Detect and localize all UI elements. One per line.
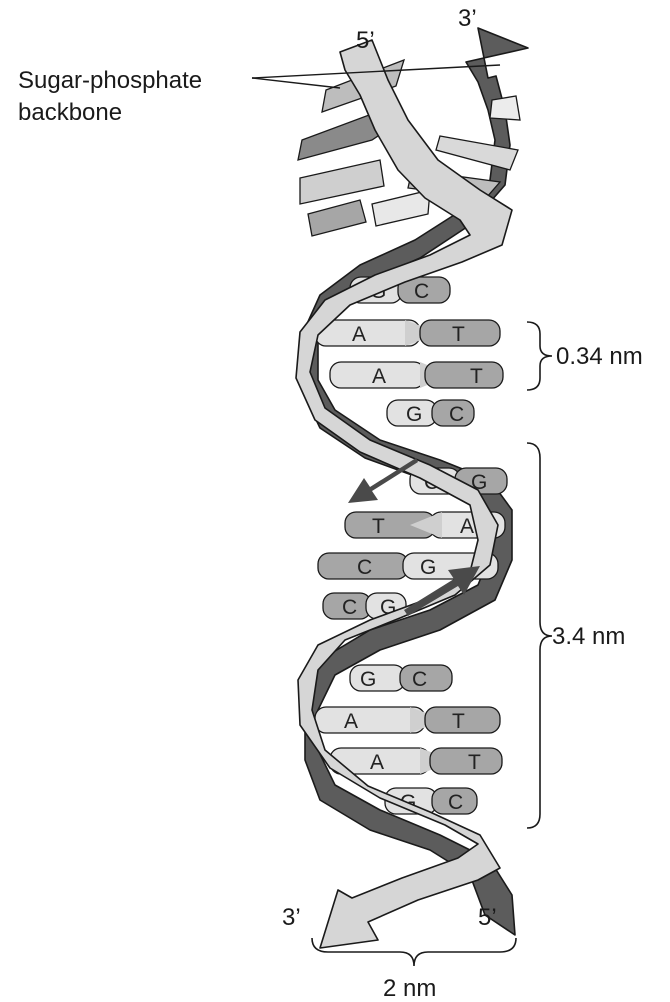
top-rung (308, 200, 366, 236)
base-label: A (344, 710, 358, 733)
top-rung (300, 160, 384, 204)
base-pair-4: G C (387, 400, 474, 426)
base-label: C (357, 556, 372, 579)
base-label: T (452, 710, 465, 733)
base-label: C (342, 596, 357, 619)
base-label: T (468, 751, 481, 774)
backbone-label-line1: Sugar-phosphate (18, 67, 202, 94)
pitch-label: 3.4 nm (552, 623, 625, 650)
backbone-pointer-line (252, 78, 340, 88)
top-rung (490, 96, 520, 120)
base-pair-2: A T (315, 320, 500, 346)
base-pair-9: G C (350, 665, 452, 691)
top-3-prime-label: 3’ (458, 5, 477, 32)
base-pair-10: A T (315, 707, 500, 733)
base-label: T (452, 323, 465, 346)
base-t (425, 362, 503, 388)
base-pair-11: A T (330, 748, 502, 774)
base-a (315, 707, 425, 733)
base-label: G (406, 403, 422, 426)
base-pair-3: A T (330, 362, 503, 388)
base-label: C (449, 403, 464, 426)
backbone-label-line2: backbone (18, 99, 122, 126)
base-label: T (470, 365, 483, 388)
base-label: A (372, 365, 386, 388)
base-g (350, 665, 405, 691)
base-label: T (372, 515, 385, 538)
base-t (430, 748, 502, 774)
rise-bracket (527, 322, 552, 390)
pitch-bracket (527, 443, 552, 828)
bottom-3-prime-label: 3’ (282, 904, 301, 931)
top-5-prime-label: 5’ (356, 27, 375, 54)
base-label: C (412, 668, 427, 691)
top-rung (372, 190, 430, 226)
rise-label: 0.34 nm (556, 343, 643, 370)
base-label: A (370, 751, 384, 774)
base-label: A (352, 323, 366, 346)
base-label: A (460, 515, 474, 538)
base-label: G (360, 668, 376, 691)
base-label: G (420, 556, 436, 579)
base-label: C (448, 791, 463, 814)
base-label: C (414, 280, 429, 303)
width-label: 2 nm (383, 975, 436, 1002)
bottom-5-prime-label: 5’ (478, 904, 497, 931)
